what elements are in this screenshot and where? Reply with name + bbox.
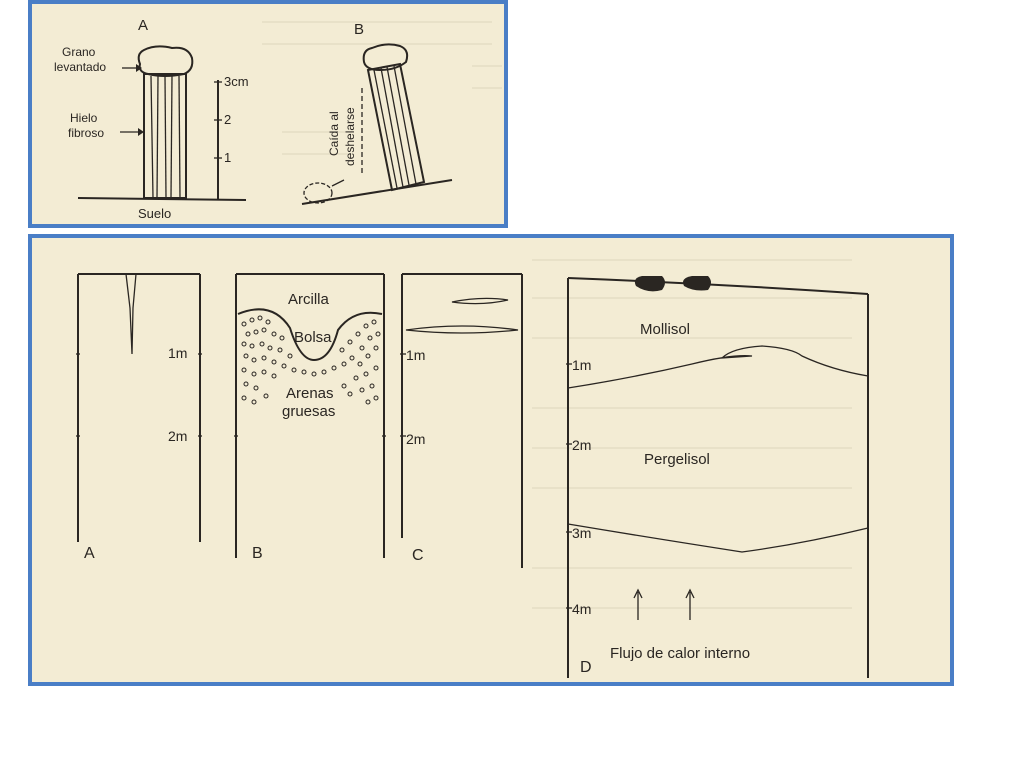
panel-b-letter: B	[354, 21, 364, 38]
pocket-label: Bolsa	[294, 329, 332, 346]
sloped-surface-line	[301, 179, 453, 205]
ice-pointer-arrowhead	[138, 128, 144, 136]
fall-label-line2: deshelarse	[343, 107, 357, 166]
permafrost-label: Pergelisol	[644, 451, 710, 468]
fibrous-ice-column	[143, 73, 187, 199]
tilted-grain	[362, 43, 409, 72]
col-b-letter: B	[252, 545, 263, 562]
permafrost-table-line	[567, 345, 869, 389]
col-c-letter: C	[412, 547, 424, 564]
soil-label: Suelo	[138, 206, 171, 221]
tilted-ice-column	[366, 62, 426, 192]
fall-label-line1: Caída al	[327, 111, 341, 156]
frost-structures-diagram: 1m 2m A Arcilla	[76, 259, 869, 678]
permafrost-base-line	[567, 523, 869, 553]
fallen-grain-pointer	[331, 179, 345, 187]
column-b-cryoturbation	[234, 273, 386, 558]
col-c-depth-2m: 2m	[406, 431, 425, 447]
fallen-grain-outline	[303, 182, 333, 204]
coarse-sand-dots	[241, 315, 381, 405]
needle-ice-figure-panel: A Grano levantado Hielo fibroso 3cm 2 1	[28, 0, 508, 228]
centimeter-scale-bar	[214, 80, 222, 200]
col-d-depth-2m: 2m	[572, 437, 591, 453]
col-a-depth-2m: 2m	[168, 428, 187, 444]
surface-stone-2	[683, 276, 711, 291]
col-a-letter: A	[84, 545, 95, 562]
coarse-sand-label-line2: gruesas	[282, 403, 335, 420]
clay-label: Arcilla	[288, 291, 329, 308]
background-print-texture	[532, 259, 852, 609]
col-d-depth-3m: 3m	[572, 525, 591, 541]
scale-label-2: 2	[224, 112, 231, 127]
lifted-grain	[137, 45, 194, 77]
col-d-letter: D	[580, 659, 592, 676]
col-c-depth-1m: 1m	[406, 347, 425, 363]
grain-label-line1: Grano	[62, 45, 96, 59]
scale-label-3cm: 3cm	[224, 74, 249, 89]
background-print-texture	[262, 21, 502, 155]
soil-surface-line	[77, 197, 247, 201]
col-d-depth-1m: 1m	[572, 357, 591, 373]
grain-label-line2: levantado	[54, 60, 106, 74]
active-layer-label: Mollisol	[640, 321, 690, 338]
heat-flow-arrows	[633, 588, 695, 620]
ice-label-line2: fibroso	[68, 126, 104, 140]
column-d-permafrost-profile	[566, 276, 869, 678]
scale-label-1: 1	[224, 150, 231, 165]
ice-label-line1: Hielo	[70, 111, 98, 125]
heat-flow-label: Flujo de calor interno	[610, 645, 750, 662]
col-d-depth-4m: 4m	[572, 601, 591, 617]
coarse-sand-label-line1: Arenas	[286, 385, 334, 402]
column-a-ice-wedge	[76, 273, 202, 542]
frost-structures-figure-panel: 1m 2m A Arcilla	[28, 234, 954, 686]
surface-stone-1	[634, 276, 665, 292]
needle-ice-diagram: A Grano levantado Hielo fibroso 3cm 2 1	[54, 17, 502, 221]
panel-a-letter: A	[138, 17, 148, 34]
col-a-depth-1m: 1m	[168, 345, 187, 361]
column-c-ice-lenses	[400, 273, 523, 568]
